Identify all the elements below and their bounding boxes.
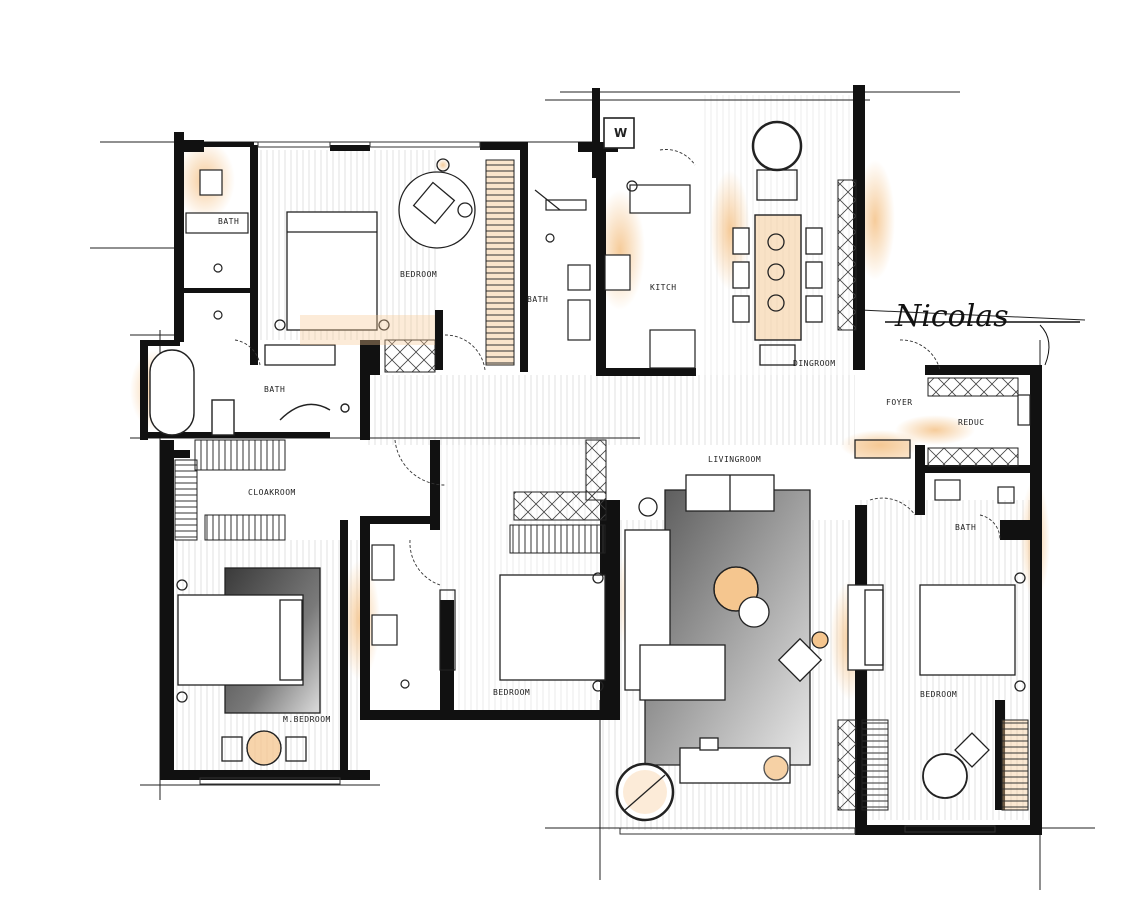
- label-bedroom-right: BEDROOM: [920, 690, 957, 699]
- label-kitchen: KITCH: [650, 283, 677, 292]
- bath-middle-fixtures: [534, 189, 591, 341]
- bedroom-right-furniture: [847, 572, 1026, 799]
- label-hall-right: REDUC: [958, 418, 985, 427]
- label-cloakroom: CLOAKROOM: [248, 488, 296, 497]
- signature-text: Nicolas: [894, 299, 1009, 334]
- door-swings: [234, 149, 1001, 586]
- living-room-furniture: [615, 474, 829, 822]
- label-bath-top: BATH: [527, 295, 548, 304]
- label-living-room: LIVINGROOM: [708, 455, 761, 464]
- washer-label: W: [614, 126, 627, 140]
- designer-signature: Nicolas: [885, 299, 1080, 366]
- dining-furniture: [732, 120, 823, 366]
- windows: [199, 141, 996, 835]
- master-bedroom-furniture: [176, 567, 321, 766]
- label-bath-small-top: BATH: [218, 217, 239, 226]
- label-dining-room: DINGROOM: [793, 359, 836, 368]
- bath-right-fixtures: [854, 394, 1031, 504]
- label-master-bedroom: M.BEDROOM: [283, 715, 331, 724]
- bedroom-top-furniture: [264, 158, 476, 366]
- label-foyer: FOYER: [886, 398, 913, 407]
- room-labels: BEDROOM BATH KITCH DINGROOM BATH BATH CL…: [218, 217, 985, 724]
- bath-mid-fixtures: [371, 544, 456, 689]
- stair-shelves: [174, 159, 1029, 811]
- bedroom-mid-furniture: [499, 572, 606, 692]
- label-bath-left: BATH: [264, 385, 285, 394]
- label-bedroom-mid: BEDROOM: [493, 688, 530, 697]
- label-bath-right: BATH: [955, 523, 976, 532]
- bath-top-fixtures: [185, 169, 249, 320]
- label-bedroom-top: BEDROOM: [400, 270, 437, 279]
- kitchen-fixtures: W: [603, 117, 696, 369]
- storage-cabinets: [384, 179, 1019, 811]
- bath-left-fixtures: [149, 349, 350, 436]
